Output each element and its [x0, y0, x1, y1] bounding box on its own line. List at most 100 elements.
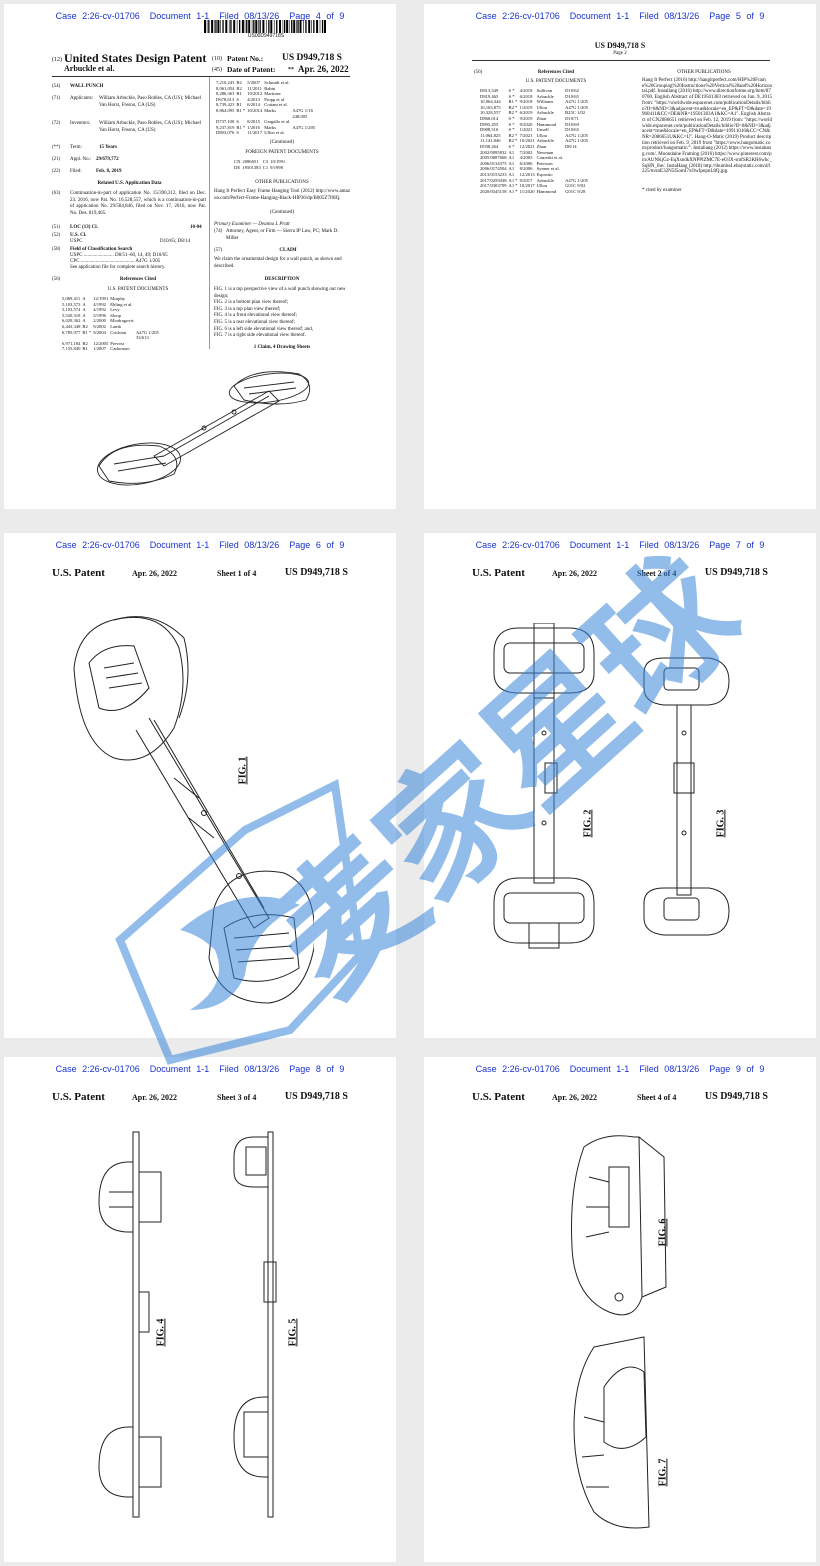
- reference-cell: Arbuckle: [536, 110, 554, 116]
- fig4-bar: [132, 1131, 140, 1518]
- reference-cell: A1: [508, 160, 515, 166]
- reference-cell: 2017/0259438: [480, 177, 507, 183]
- reference-cell: Prevost: [110, 340, 125, 346]
- fig3-label: FIG. 3: [715, 809, 727, 838]
- foreign-title: FOREIGN PATENT DOCUMENTS: [245, 150, 319, 155]
- reference-cell: 1/2019: [519, 104, 533, 110]
- reference-cell: S: [236, 96, 239, 102]
- reference-row: 248/495: [216, 114, 317, 120]
- reference-cell: 10/2017: [519, 183, 535, 189]
- reference-cell: 9/2018: [519, 99, 533, 105]
- reference-cell: S *: [508, 127, 515, 133]
- reference-cell: 2006/0174504: [480, 166, 507, 172]
- reference-cell: A47G 1/205: [565, 177, 588, 183]
- fig6-label: FIG. 6: [657, 1218, 669, 1247]
- related-title: Related U.S. Application Data: [97, 181, 162, 186]
- barcode-bar: [282, 20, 284, 33]
- reference-cell: Zhan: [536, 143, 547, 149]
- fig7-body: [573, 1336, 650, 1529]
- barcode-bar: [228, 20, 230, 33]
- reference-cell: A47G 1/16: [292, 107, 313, 113]
- reference-cell: 9,237,819: [216, 124, 235, 130]
- reference-cell: S *: [508, 88, 515, 93]
- barcode-bar: [241, 20, 244, 33]
- cited-note: * cited by examiner: [642, 188, 682, 193]
- reference-cell: 10/2014: [247, 107, 263, 113]
- reference-cell: 11/2020: [519, 188, 535, 194]
- barcode-bar: [253, 20, 255, 33]
- term-label: Term:: [70, 145, 82, 150]
- reference-cell: 5/1996: [93, 312, 106, 318]
- barcode-bar: [299, 20, 302, 33]
- reference-cell: 10,328,557: [480, 110, 501, 116]
- reference-cell: D8/14: [565, 143, 577, 149]
- code-57: (57): [214, 248, 223, 253]
- barcode-bar: [316, 20, 319, 33]
- reference-cell: A1: [508, 166, 515, 172]
- fig-description: FIG. 6 is a left side elevational view t…: [214, 326, 313, 332]
- page2-patent-no: US D949,718 S: [594, 41, 646, 50]
- reference-cell: A1: [508, 155, 515, 161]
- us-cl-label: U.S. Cl.: [70, 233, 87, 238]
- reference-cell: 10/2012: [247, 91, 263, 97]
- reference-cell: 4/2018: [519, 88, 533, 93]
- code-51: (51): [52, 225, 61, 230]
- fig7-drawing: [573, 1336, 650, 1529]
- reference-cell: Schmidt et al.: [264, 80, 290, 85]
- reference-cell: 10/2021: [519, 138, 535, 144]
- term: 15 Years: [99, 145, 118, 150]
- fig2-drawing: [493, 623, 595, 949]
- reference-cell: D860,014: [480, 115, 499, 121]
- reference-cell: 4/2013: [247, 96, 260, 102]
- reference-cell: Crichton: [110, 329, 127, 335]
- fig2-bottom-head: [493, 877, 595, 944]
- patent-date: Apr. 26, 2022: [298, 64, 349, 74]
- reference-cell: A47G 1/205: [565, 138, 588, 144]
- other-pubs-text: Hang It Perfect Easy Frame Hanging Tool …: [214, 189, 350, 201]
- reference-cell: S *: [508, 143, 515, 149]
- reference-cell: A: [82, 307, 86, 313]
- related-text: Continuation-in-part of application No. …: [70, 191, 206, 216]
- reference-cell: Hammond: [536, 188, 557, 194]
- field-search-uspc: USPC ........................ D8/51–60, …: [70, 253, 168, 258]
- page2-refs-title: References Cited: [537, 70, 575, 75]
- page2-label: Page 2: [613, 51, 627, 56]
- reference-cell: B2: [236, 85, 242, 91]
- fig-description: FIG. 5 is a rear elevational view thereo…: [214, 319, 296, 325]
- reference-cell: 248/495: [292, 113, 308, 119]
- barcode-bar: [215, 20, 217, 33]
- fig5-bottom-head: [233, 1396, 269, 1478]
- date-star: **: [288, 67, 294, 73]
- code-12: (12): [52, 57, 62, 63]
- reference-cell: 10,064,344: [480, 99, 501, 105]
- barcode-bar: [266, 20, 267, 33]
- fig3-drawing: [643, 657, 730, 936]
- reference-cell: 4/1992: [93, 301, 106, 307]
- code-22: (22): [52, 169, 61, 174]
- reference-cell: Marks: [264, 107, 276, 113]
- reference-cell: Marks: [264, 124, 276, 130]
- front-page-drawing: [97, 371, 311, 486]
- reference-cell: Zhan: [536, 115, 547, 121]
- reference-cell: 2/2000: [93, 318, 106, 324]
- reference-cell: 9/2020: [519, 121, 533, 127]
- barcode-bar: [276, 20, 278, 33]
- patent-no-label: Patent No.:: [227, 54, 264, 63]
- barcode-bar: [220, 20, 221, 33]
- reference-cell: 6,443,348: [62, 323, 81, 329]
- reference-cell: 7,155,840: [62, 346, 81, 352]
